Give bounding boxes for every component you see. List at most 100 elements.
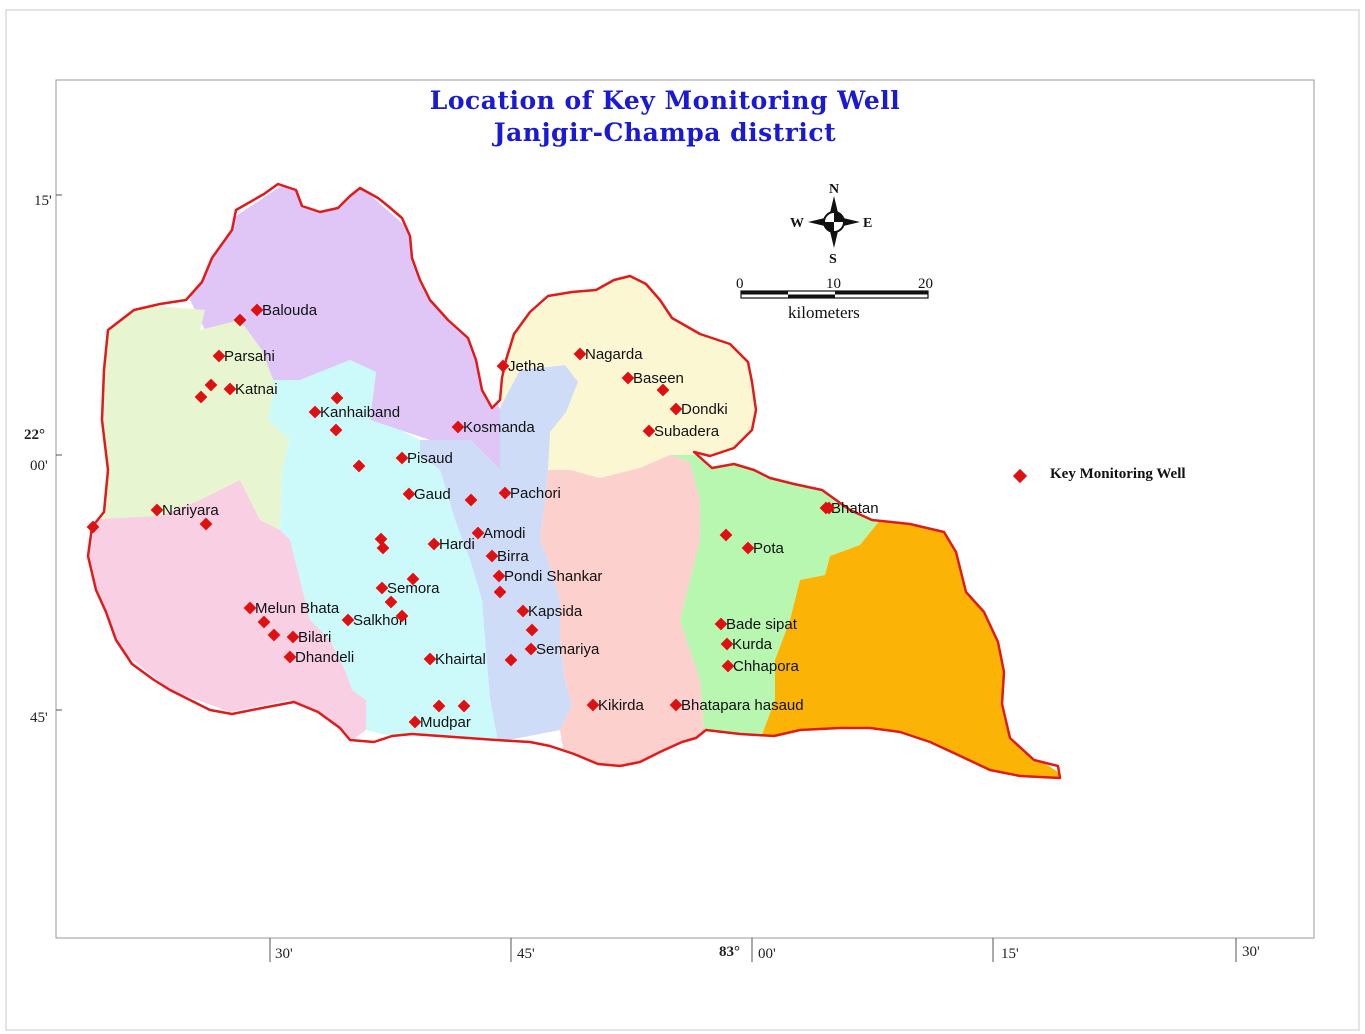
well-bade-sipat: Bade sipat: [714, 616, 798, 633]
compass-n: N: [829, 182, 839, 197]
well-kosmanda: Kosmanda: [451, 419, 535, 436]
well-label: Semariya: [536, 641, 600, 658]
red-diamond-icon: [352, 459, 366, 473]
well-label: Pisaud: [407, 450, 453, 467]
well-unlabeled-19: [464, 493, 478, 507]
map-title-line1: Location of Key Monitoring Well: [429, 86, 901, 115]
left-tick-22-deg: 22°: [24, 427, 45, 443]
red-diamond-icon: [212, 349, 226, 363]
well-label: Gaud: [414, 486, 451, 503]
well-label: Hardi: [439, 536, 475, 553]
well-label: Kurda: [732, 636, 773, 653]
compass-w: W: [790, 216, 804, 231]
well-label: Parsahi: [224, 348, 275, 365]
well-label: Chhapora: [733, 658, 800, 675]
well-label: Melun Bhata: [255, 600, 340, 617]
red-diamond-icon: [308, 405, 322, 419]
zone-3: [420, 365, 578, 742]
well-label: Balouda: [262, 302, 318, 319]
map-title-line2: Janjgir-Champa district: [493, 118, 837, 147]
well-label: Pota: [753, 540, 785, 557]
well-label: Baseen: [633, 370, 684, 387]
well-label: Semora: [387, 580, 440, 597]
zone-1: [88, 300, 290, 530]
zone-2: [500, 270, 770, 478]
well-unlabeled-5: [194, 390, 208, 404]
well-jetha: Jetha: [496, 358, 545, 375]
well-label: Kikirda: [598, 697, 645, 714]
well-katnai: Katnai: [223, 381, 278, 398]
legend-label: Key Monitoring Well: [1050, 466, 1186, 482]
well-label: Dhandeli: [295, 649, 354, 666]
red-diamond-icon: [402, 487, 416, 501]
well-gaud: Gaud: [402, 486, 451, 503]
well-melun-bhata: Melun Bhata: [243, 600, 340, 617]
well-pisaud: Pisaud: [395, 450, 453, 467]
well-bhatapara-hasaud: Bhatapara hasaud: [669, 697, 804, 714]
well-label: Kanhaiband: [320, 404, 400, 421]
well-pondi-shankar: Pondi Shankar: [492, 568, 602, 585]
compass-s: S: [829, 252, 837, 267]
district-boundary: [86, 182, 1062, 780]
red-diamond-icon: [204, 378, 218, 392]
well-label: Pachori: [510, 485, 561, 502]
bottom-tick-83-min: 00': [758, 946, 776, 962]
well-label: Mudpar: [420, 714, 471, 731]
well-label: Birra: [497, 548, 529, 565]
well-kanhaiband: Kanhaiband: [308, 404, 400, 421]
well-label: Kapsida: [528, 603, 583, 620]
zones: [88, 184, 1060, 778]
well-balouda: Balouda: [250, 302, 318, 319]
zone-6: [540, 455, 705, 770]
north-arrow-icon: N S E W: [790, 182, 872, 267]
well-label: Subadera: [654, 423, 720, 440]
well-parsahi: Parsahi: [212, 348, 275, 365]
well-pachori: Pachori: [498, 485, 561, 502]
left-tick-22-min: 00': [30, 458, 48, 474]
map-neatline: [55, 79, 1315, 939]
well-label: Amodi: [483, 525, 526, 542]
well-subadera: Subadera: [642, 423, 720, 440]
well-nagarda: Nagarda: [573, 346, 643, 363]
well-dhandeli: Dhandeli: [283, 649, 354, 666]
well-unlabeled-3: [204, 378, 218, 392]
well-unlabeled-17: [352, 459, 366, 473]
well-chhapora: Chhapora: [721, 658, 800, 675]
well-label: Bilari: [298, 629, 331, 646]
red-diamond-icon: [233, 313, 247, 327]
page-frame: [5, 9, 1360, 1031]
well-label: Jetha: [508, 358, 545, 375]
left-tick-45: 45': [30, 710, 48, 726]
left-tick-15: 15': [34, 193, 52, 209]
well-label: Bhatapara hasaud: [681, 697, 804, 714]
bottom-tick-83-deg: 83°: [719, 944, 740, 960]
red-diamond-icon: [395, 451, 409, 465]
red-diamond-icon: [329, 423, 343, 437]
zone-8: [760, 520, 1060, 778]
scale-label-10: 10: [826, 276, 841, 292]
red-diamond-icon: [464, 493, 478, 507]
red-diamond-icon: [194, 390, 208, 404]
well-label: Kosmanda: [463, 419, 535, 436]
well-label: Bade sipat: [726, 616, 798, 633]
bottom-tick-30: 30': [275, 946, 293, 962]
well-label: Pondi Shankar: [504, 568, 602, 585]
well-unlabeled-7: [330, 391, 344, 405]
well-label: Salkhon: [353, 612, 407, 629]
bottom-tick-30b: 30': [1242, 944, 1260, 960]
bottom-tick-15: 15': [1001, 946, 1019, 962]
red-diamond-icon: [330, 391, 344, 405]
well-semariya: Semariya: [524, 641, 600, 658]
compass-e: E: [863, 216, 872, 231]
well-label: Katnai: [235, 381, 278, 398]
scale-label-0: 0: [736, 276, 744, 292]
well-unlabeled-8: [329, 423, 343, 437]
well-label: Bhatan: [831, 500, 879, 517]
red-diamond-icon: [250, 303, 264, 317]
red-diamond-icon: [223, 382, 237, 396]
well-label: Nagarda: [585, 346, 643, 363]
red-diamond-icon: [496, 359, 510, 373]
zone-5: [88, 480, 366, 742]
well-label: Nariyara: [162, 502, 219, 519]
